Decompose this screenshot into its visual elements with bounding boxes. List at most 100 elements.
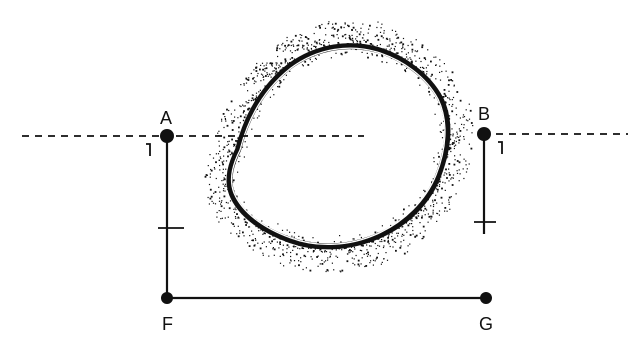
stipple-dot	[221, 162, 224, 164]
stipple-dot	[403, 239, 405, 241]
stipple-dot	[315, 41, 318, 44]
stipple-dot	[453, 85, 455, 87]
stipple-dot	[299, 248, 301, 250]
stipple-dot	[406, 231, 408, 233]
stipple-dot	[226, 144, 228, 146]
stipple-dot	[335, 52, 337, 54]
stipple-dot	[470, 122, 473, 124]
stipple-dot	[462, 116, 464, 118]
stipple-dot	[380, 27, 382, 29]
stipple-dot	[225, 185, 227, 187]
stipple-dot	[227, 202, 229, 204]
stipple-dot	[268, 236, 271, 238]
stipple-dot	[278, 67, 280, 69]
stipple-dot	[360, 27, 362, 29]
stipple-dot	[430, 215, 432, 217]
stipple-dot	[244, 141, 246, 143]
stipple-dot	[259, 247, 262, 250]
stipple-dot	[421, 216, 423, 219]
stipple-dot	[275, 72, 277, 74]
stipple-dot	[450, 150, 452, 153]
stipple-dot	[394, 219, 397, 222]
stipple-dot	[409, 243, 411, 245]
stipple-dot	[403, 252, 406, 255]
stipple-dot	[352, 39, 354, 41]
stipple-dot	[351, 257, 353, 259]
stipple-dot	[452, 177, 454, 179]
stipple-dot	[361, 37, 364, 39]
stipple-dot	[303, 45, 305, 47]
stipple-dot	[349, 38, 352, 41]
stipple-dot	[465, 119, 468, 121]
stipple-dot	[355, 254, 357, 257]
stipple-dot	[463, 116, 466, 118]
stipple-dot	[270, 76, 272, 78]
stipple-dot	[352, 251, 354, 253]
stipple-dot	[259, 68, 261, 71]
stipple-dot	[282, 42, 284, 44]
stipple-dot	[286, 36, 288, 39]
stipple-dot	[251, 239, 253, 241]
stipple-dot	[302, 268, 304, 271]
stipple-dot	[451, 80, 453, 82]
stipple-dot	[275, 67, 277, 70]
blob-outline	[226, 43, 451, 250]
stipple-dot	[349, 249, 351, 251]
stipple-dot	[253, 69, 255, 71]
stipple-dot	[387, 239, 389, 241]
stipple-dot	[402, 47, 404, 49]
stipple-dot	[440, 131, 442, 133]
stipple-dot	[219, 150, 221, 152]
stipple-dot	[411, 220, 413, 222]
stipple-dot	[210, 168, 212, 171]
stipple-dot	[421, 238, 423, 240]
stipple-dot	[316, 256, 318, 258]
stipple-dot	[268, 73, 270, 75]
stipple-dot	[359, 234, 361, 236]
stipple-dot	[219, 164, 221, 167]
stipple-dot	[265, 67, 268, 70]
stipple-dot	[456, 136, 458, 138]
stipple-dot	[459, 173, 461, 175]
stipple-dot	[359, 249, 361, 251]
stipple-dot	[450, 196, 452, 198]
stipple-dot	[207, 165, 209, 167]
stipple-dot	[333, 36, 335, 38]
stipple-dot	[290, 44, 292, 47]
stipple-dot	[209, 188, 212, 191]
stipple-dot	[274, 67, 276, 69]
stipple-dot	[415, 234, 418, 237]
stipple-dot	[220, 210, 222, 212]
stipple-dot	[355, 38, 357, 40]
stipple-dot	[332, 23, 334, 25]
stipple-dot	[228, 140, 230, 142]
stipple-dot	[222, 190, 225, 192]
stipple-dot	[301, 34, 303, 36]
stipple-dot	[435, 78, 437, 80]
stipple-dot	[349, 35, 351, 37]
stipple-dot	[246, 102, 248, 104]
stipple-dot	[208, 203, 210, 205]
stipple-dot	[350, 250, 352, 252]
stipple-dot	[332, 26, 334, 28]
stipple-dot	[272, 248, 274, 250]
stipple-dot	[376, 256, 378, 259]
stipple-dot	[426, 209, 428, 211]
stipple-dot	[309, 59, 311, 61]
stipple-dot	[280, 63, 282, 65]
stipple-dot	[348, 37, 351, 40]
stipple-dot	[340, 241, 342, 243]
stipple-dot	[455, 140, 457, 143]
stipple-dot	[243, 105, 245, 107]
stipple-dot	[223, 177, 225, 179]
stipple-dot	[344, 51, 347, 54]
stipple-dot	[448, 115, 451, 117]
stipple-dot	[407, 245, 409, 247]
stipple-dot	[300, 37, 302, 39]
stipple-dot	[352, 262, 354, 264]
stipple-dot	[284, 44, 286, 47]
stipple-dot	[330, 57, 332, 59]
stipple-dot	[446, 177, 448, 179]
stipple-dot	[302, 45, 304, 47]
